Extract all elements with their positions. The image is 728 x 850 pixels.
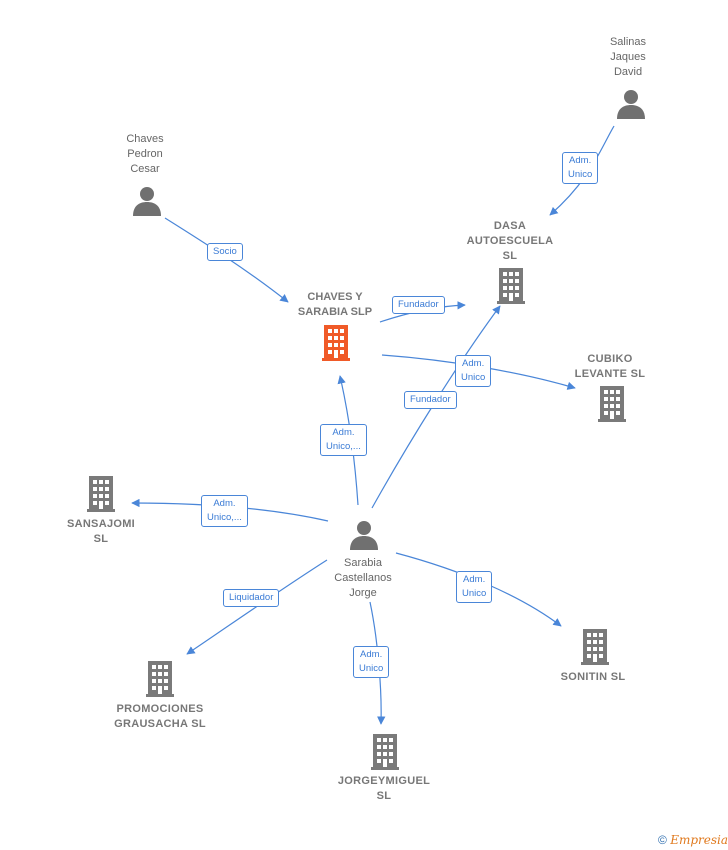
edge-label-line: Adm. bbox=[569, 155, 592, 166]
label-line: Sarabia bbox=[344, 557, 382, 569]
edge-label-line: Fundador bbox=[410, 394, 451, 405]
label-line: DASA bbox=[493, 220, 527, 232]
node-label-jorgeymiguel[interactable]: JORGEYMIGUEL SL bbox=[325, 774, 443, 804]
label-line: PROMOCIONES bbox=[116, 703, 204, 715]
node-label-chaves-sarabia[interactable]: CHAVES Y SARABIA SLP bbox=[275, 290, 395, 320]
label-line: Cesar bbox=[130, 163, 160, 175]
label-line: SL bbox=[376, 790, 392, 802]
edge-label-line: Adm. bbox=[462, 358, 485, 369]
node-label-cubiko[interactable]: CUBIKO LEVANTE SL bbox=[560, 352, 660, 382]
edge-label-line: Adm. bbox=[360, 649, 383, 660]
label-line: Salinas bbox=[609, 36, 647, 48]
edge-label-line: Adm. bbox=[213, 498, 236, 509]
building-icon-cubiko[interactable] bbox=[598, 386, 626, 422]
building-icon-promociones[interactable] bbox=[146, 661, 174, 697]
label-line: Jorge bbox=[349, 587, 377, 599]
node-label-sonitin[interactable]: SONITIN SL bbox=[548, 670, 638, 685]
edge-label-line: Unico,... bbox=[326, 441, 361, 452]
label-line: LEVANTE SL bbox=[574, 368, 646, 380]
edge-label-line: Adm. bbox=[463, 574, 486, 585]
building-icon-sansajomi[interactable] bbox=[87, 476, 115, 512]
person-icon-chaves-pedron[interactable] bbox=[133, 187, 161, 216]
label-line: JORGEYMIGUEL bbox=[337, 775, 431, 787]
person-icon-sarabia[interactable] bbox=[350, 521, 378, 550]
edge-label-fundador-main-dasa: Fundador bbox=[392, 296, 445, 314]
label-line: Castellanos bbox=[334, 572, 392, 584]
label-line: CHAVES Y bbox=[307, 291, 363, 303]
edge-label-line: Unico bbox=[359, 663, 384, 674]
node-label-sarabia[interactable]: Sarabia Castellanos Jorge bbox=[316, 556, 410, 601]
edge-label-sarabia-main: Adm. Unico,... bbox=[320, 424, 367, 456]
node-label-sansajomi[interactable]: SANSAJOMI SL bbox=[56, 517, 146, 547]
edge-label-line: Unico bbox=[461, 372, 486, 383]
building-icon-dasa[interactable] bbox=[497, 268, 525, 304]
edge-label-line: Adm. bbox=[332, 427, 355, 438]
edge-label-liquidador: Liquidador bbox=[223, 589, 280, 607]
edge-label-line: Socio bbox=[213, 246, 237, 257]
edge-sarabia-promociones bbox=[186, 559, 328, 655]
label-line: Jaques bbox=[610, 51, 646, 63]
label-line: SARABIA SLP bbox=[297, 306, 373, 318]
building-icon-chaves-sarabia[interactable] bbox=[322, 325, 350, 361]
label-line: Chaves bbox=[126, 133, 164, 145]
edge-label-line: Unico bbox=[568, 169, 593, 180]
edge-label-sarabia-sonitin: Adm. Unico bbox=[456, 571, 493, 603]
node-label-promociones[interactable]: PROMOCIONES GRAUSACHA SL bbox=[100, 702, 220, 732]
label-line: SL bbox=[502, 250, 518, 262]
label-line: Pedron bbox=[127, 148, 163, 160]
label-line: AUTOESCUELA bbox=[466, 235, 554, 247]
brand-name: Empresia bbox=[670, 833, 728, 847]
edge-label-line: Unico bbox=[462, 588, 487, 599]
node-label-salinas[interactable]: Salinas Jaques David bbox=[588, 35, 668, 80]
building-icon-jorgeymiguel[interactable] bbox=[371, 734, 399, 770]
copyright-icon: © bbox=[658, 833, 667, 847]
edge-label-fundador-sarabia-dasa: Fundador bbox=[404, 391, 457, 409]
edge-label-socio: Socio bbox=[207, 243, 243, 261]
building-icon-sonitin[interactable] bbox=[581, 629, 609, 665]
edge-label-line: Liquidador bbox=[229, 592, 274, 603]
edge-label-line: Fundador bbox=[398, 299, 439, 310]
edge-label-sarabia-jorgeymiguel: Adm. Unico bbox=[353, 646, 390, 678]
label-line: David bbox=[613, 66, 643, 78]
label-line: SONITIN SL bbox=[560, 671, 626, 683]
node-label-dasa[interactable]: DASA AUTOESCUELA SL bbox=[455, 219, 565, 264]
edge-label-salinas-dasa: Adm. Unico bbox=[562, 152, 599, 184]
node-label-chaves-pedron[interactable]: Chaves Pedron Cesar bbox=[105, 132, 185, 177]
label-line: GRAUSACHA SL bbox=[114, 718, 206, 730]
edge-label-sarabia-sansajomi: Adm. Unico,... bbox=[201, 495, 248, 527]
edge-label-main-cubiko: Adm. Unico bbox=[455, 355, 492, 387]
empresia-logo[interactable]: © Empresia bbox=[658, 833, 728, 847]
label-line: CUBIKO bbox=[587, 353, 633, 365]
label-line: SANSAJOMI bbox=[66, 518, 136, 530]
person-icon-salinas[interactable] bbox=[617, 90, 645, 119]
label-line: SL bbox=[93, 533, 109, 545]
edge-label-line: Unico,... bbox=[207, 512, 242, 523]
